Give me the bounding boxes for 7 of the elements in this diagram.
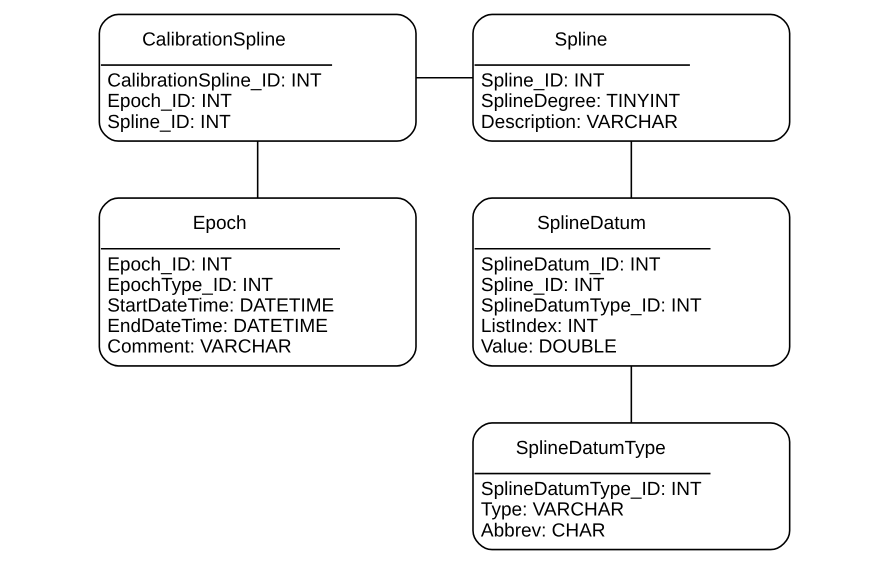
connector	[416, 76, 473, 79]
connector	[630, 366, 632, 422]
node-box: SplineDatum SplineDatum_ID: INT Spline_ID: INT SplineDatumType_ID: INT ListIndex: INT Value: DOUBLE	[472, 197, 790, 367]
connector	[630, 141, 632, 198]
node-box: SplineDatumType SplineDatumType_ID: INT Type: VARCHAR Abbrev: CHAR	[472, 422, 790, 550]
connector	[256, 141, 258, 198]
node-box: Spline Spline_ID: INT SplineDegree: TINYINT Description: VARCHAR	[472, 14, 790, 142]
